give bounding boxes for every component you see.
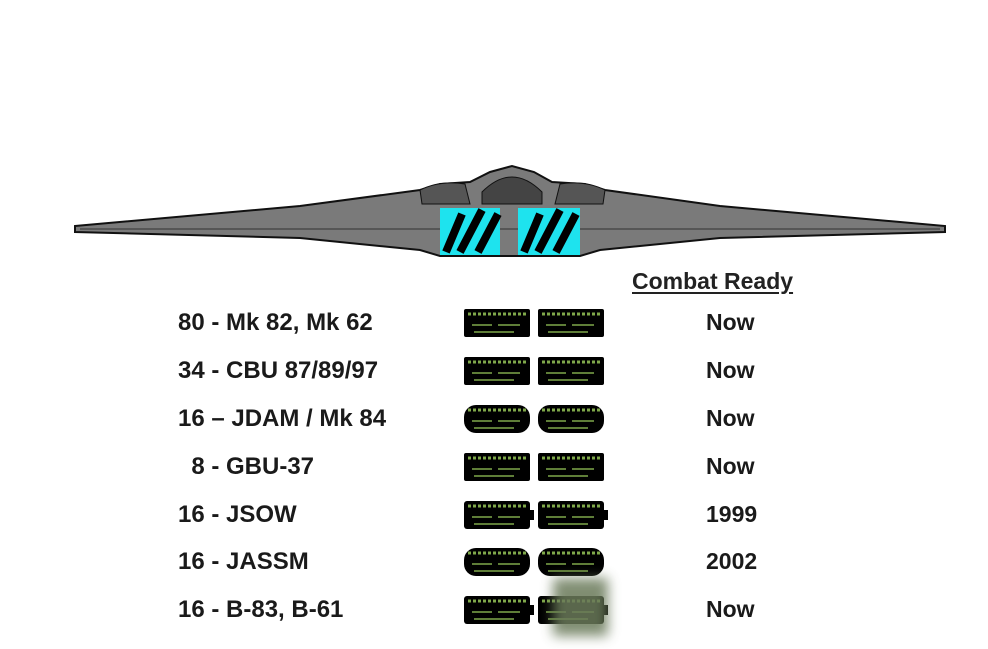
weapon-label: 16 - JASSM (178, 548, 309, 575)
bomb-bay-right (518, 208, 580, 255)
combat-ready-status: Now (706, 309, 755, 335)
weapon-label: 80 - Mk 82, Mk 62 (178, 309, 373, 336)
combat-ready-status: 1999 (706, 501, 758, 527)
combat-ready-status: Now (706, 357, 755, 383)
munition-icon (464, 501, 608, 529)
combat-ready-status: Now (706, 596, 755, 622)
munition-icon (464, 357, 604, 385)
weapon-row: 16 - JSOW 1999 (0, 495, 988, 535)
munition-icon (464, 405, 604, 433)
combat-ready-status: Now (706, 405, 755, 431)
combat-ready-status: 2002 (706, 548, 758, 574)
weapon-label: 8 - GBU-37 (178, 453, 315, 480)
weapon-row: 8 - GBU-37 Now (0, 447, 988, 487)
blurred-region (553, 578, 608, 636)
combat-ready-heading: Combat Ready (632, 268, 794, 294)
weapon-label: 16 - B-83, B-61 (178, 596, 344, 623)
weapon-label: 16 - JSOW (178, 501, 297, 528)
munition-icon (464, 309, 604, 337)
b2-bomber-front-view (74, 164, 946, 257)
bomb-bay-left (440, 208, 502, 255)
weapon-row: 16 - B-83, B-61 Now (0, 590, 988, 630)
weapon-row: 16 - JASSM 2002 (0, 542, 988, 582)
munition-icon (464, 548, 604, 576)
combat-ready-status: Now (706, 453, 755, 479)
weapon-row: 34 - CBU 87/89/97 Now (0, 351, 988, 391)
munition-icon (464, 453, 604, 481)
weapon-row: 16 – JDAM / Mk 84 Now (0, 399, 988, 439)
weapon-row: 80 - Mk 82, Mk 62 Now (0, 303, 988, 343)
weapon-label: 34 - CBU 87/89/97 (178, 357, 379, 384)
weapon-label: 16 – JDAM / Mk 84 (178, 405, 387, 432)
